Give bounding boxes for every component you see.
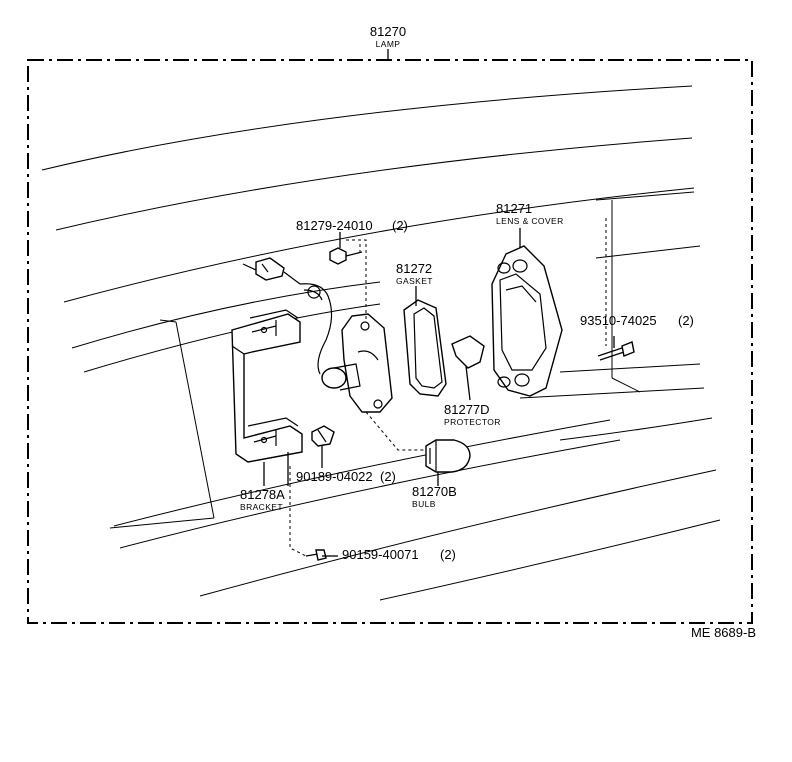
- gasket-part: [403, 299, 447, 397]
- label-lens-cover: 81271 LENS & COVER: [496, 201, 564, 226]
- bulb-part-number: 81270B: [412, 484, 457, 499]
- gasket-name: GASKET: [396, 276, 433, 286]
- clip-part: [311, 425, 335, 447]
- lamp-part-number: 81270: [370, 24, 406, 39]
- leader-lines: [263, 218, 615, 557]
- label-screw-top: 81279-24010 (2): [296, 218, 408, 233]
- label-screw-right: 93510-74025 (2): [580, 313, 694, 328]
- label-gasket: 81272 GASKET: [396, 261, 433, 286]
- label-screw-bottom: 90159-40071 (2): [342, 547, 456, 562]
- clip-part-number: 90189-04022: [296, 469, 373, 484]
- lens-cover-part-number: 81271: [496, 201, 532, 216]
- screw-top-qty: (2): [392, 218, 408, 233]
- socket-housing: [321, 313, 393, 413]
- bracket-part: [231, 309, 303, 463]
- wire-harness: [242, 257, 333, 375]
- protector-part: [451, 335, 485, 369]
- bracket-part-number: 81278A: [240, 487, 285, 502]
- lamp-name: LAMP: [376, 39, 401, 49]
- screw-bottom-part-number: 90159-40071: [342, 547, 419, 562]
- screw-top-part: [329, 247, 363, 265]
- bulb-name: BULB: [412, 499, 436, 509]
- label-bracket: 81278A BRACKET: [240, 487, 285, 512]
- screw-right-qty: (2): [678, 313, 694, 328]
- screw-right-part: [597, 341, 635, 361]
- protector-name: PROTECTOR: [444, 417, 501, 427]
- label-clip: 90189-04022 (2): [296, 469, 396, 484]
- bulb-part: [425, 439, 471, 473]
- lens-cover-part: [491, 245, 563, 397]
- drawing-id: ME 8689-B: [691, 625, 756, 640]
- label-bulb: 81270B BULB: [412, 484, 457, 509]
- label-protector: 81277D PROTECTOR: [444, 402, 501, 427]
- label-lamp: 81270 LAMP: [370, 24, 406, 49]
- body-panel-lines: [41, 85, 721, 601]
- screw-bottom-part: [305, 549, 327, 561]
- screw-right-part-number: 93510-74025: [580, 313, 657, 328]
- screw-bottom-qty: (2): [440, 547, 456, 562]
- gasket-part-number: 81272: [396, 261, 432, 276]
- screw-top-part-number: 81279-24010: [296, 218, 373, 233]
- clip-qty: (2): [380, 469, 396, 484]
- bracket-name: BRACKET: [240, 502, 283, 512]
- protector-part-number: 81277D: [444, 402, 490, 417]
- lens-cover-name: LENS & COVER: [496, 216, 564, 226]
- assembly-boundary: [27, 49, 753, 624]
